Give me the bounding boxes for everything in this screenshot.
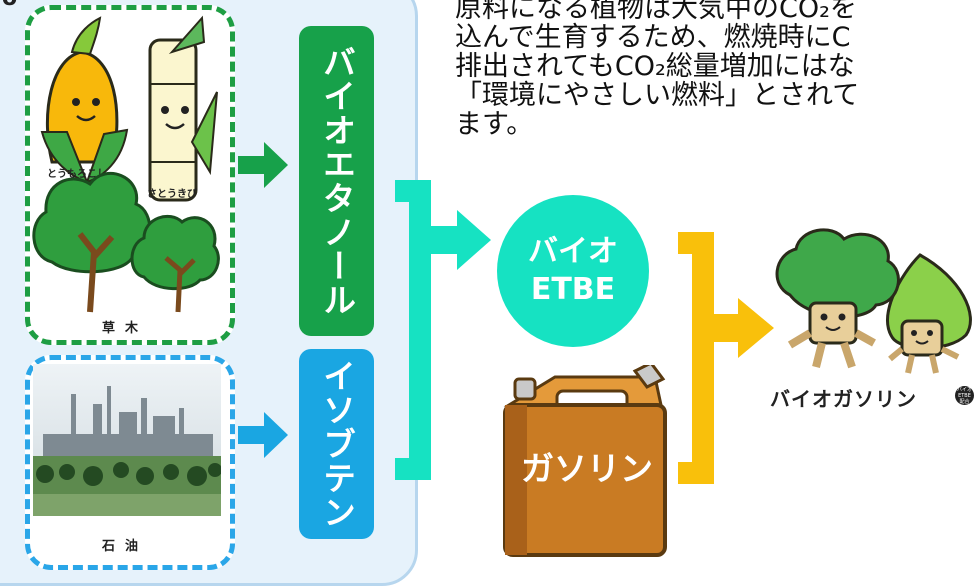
corn-label: とうもろこし	[47, 168, 107, 180]
etbe-line1: バイオ	[528, 234, 618, 269]
bio-gasoline-characters	[775, 228, 972, 374]
corner-text: o	[2, 0, 17, 11]
combine-bracket	[678, 232, 774, 484]
corn-character	[40, 16, 129, 184]
sugarcane-label: さとうきび	[147, 187, 197, 200]
arrow-right-icon	[238, 142, 288, 188]
bio-etbe-badge: バイオ ETBE 配合	[955, 386, 974, 405]
plants-caption: 草木	[101, 321, 148, 336]
sugarcane-character	[148, 15, 218, 202]
combine-bracket	[395, 180, 491, 480]
plants-frame	[25, 5, 235, 345]
arrow-right-icon	[238, 412, 288, 458]
bio-gasoline-label: バイオガソリン	[770, 387, 917, 411]
plants-illustration: とうもろこし さとうきび	[32, 15, 220, 313]
tree-left	[32, 172, 152, 313]
tree-right	[130, 214, 220, 313]
gasoline-can	[503, 365, 667, 557]
description-text: 原料になる植物は大気中のCO₂を 込んで生育するため、燃焼時にC 排出されてもC…	[455, 0, 860, 140]
bio-etbe-circle: バイオ ETBE	[497, 195, 649, 347]
isobutene-label: イソブテン	[299, 349, 374, 539]
gasoline-can-label: ガソリン	[521, 449, 653, 488]
bioethanol-label: バイオエタノール	[299, 26, 374, 336]
refinery-photo	[33, 364, 221, 516]
etbe-line2: ETBE	[530, 272, 616, 307]
oil-caption: 石油	[101, 539, 148, 554]
